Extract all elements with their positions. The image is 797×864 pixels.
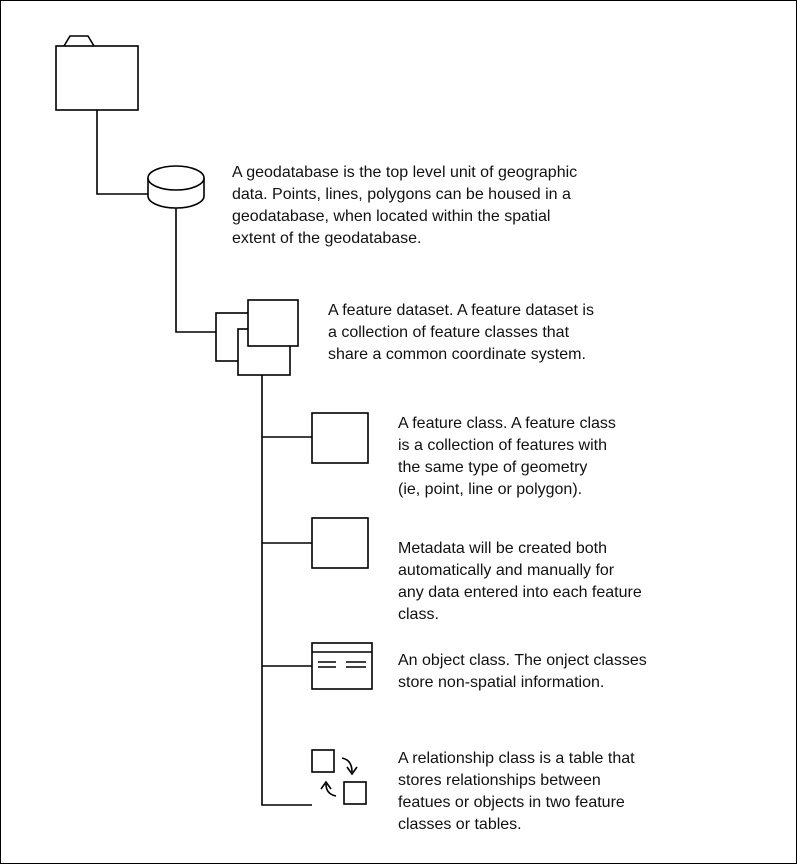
- metadata-description: Metadata will be created both automatica…: [398, 540, 642, 623]
- geodatabase-cylinder-icon: [147, 165, 205, 209]
- feature-dataset-icon: [215, 299, 299, 376]
- relationship-class-icon: [311, 749, 367, 805]
- folder-icon: [55, 35, 139, 111]
- connector-folder-to-geodatabase: [96, 110, 148, 195]
- feature-class-description: A feature class. A feature class is a co…: [398, 415, 616, 498]
- object-class-icon: [311, 642, 373, 690]
- connector-trunk: [261, 375, 312, 806]
- connector-geodatabase-to-dataset: [175, 208, 216, 333]
- object-class-description: An object class. The onject classes stor…: [398, 652, 647, 691]
- feature-dataset-description: A feature dataset. A feature dataset is …: [328, 302, 594, 363]
- feature-class-icon: [311, 412, 369, 464]
- relationship-class-description: A relationship class is a table that sto…: [398, 750, 635, 833]
- metadata-icon: [311, 517, 369, 569]
- geodatabase-description: A geodatabase is the top level unit of g…: [232, 164, 578, 247]
